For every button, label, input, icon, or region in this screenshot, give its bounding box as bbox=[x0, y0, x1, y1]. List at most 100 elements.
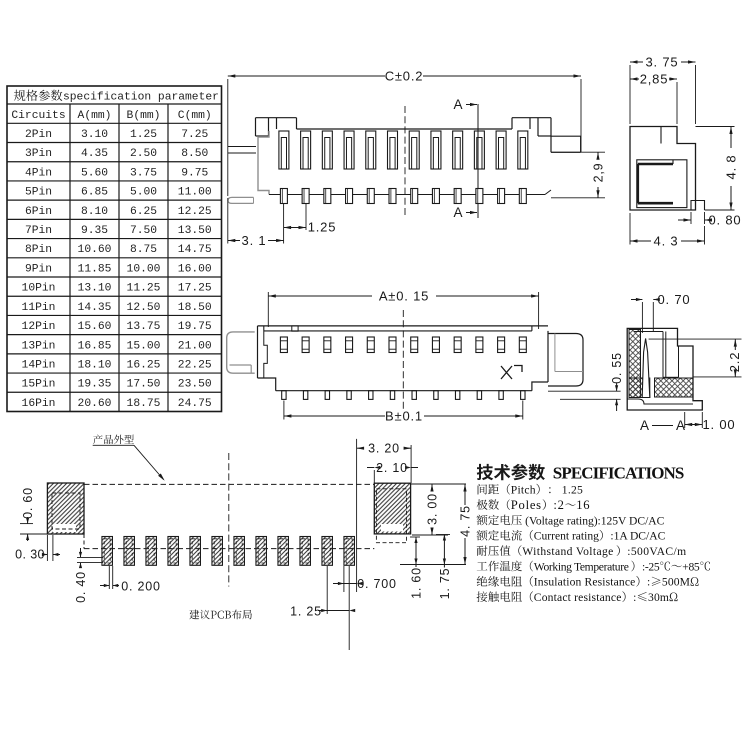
svg-text:Working Temperature: Working Temperature bbox=[534, 560, 629, 573]
svg-text:15.00: 15.00 bbox=[127, 340, 161, 352]
svg-text:3. 75: 3. 75 bbox=[646, 55, 679, 70]
svg-text:9.35: 9.35 bbox=[81, 225, 108, 237]
svg-text:0. 60: 0. 60 bbox=[21, 487, 35, 519]
svg-text:5.00: 5.00 bbox=[130, 187, 157, 199]
svg-text:9Pin: 9Pin bbox=[25, 263, 52, 275]
svg-text:12.25: 12.25 bbox=[178, 206, 212, 218]
svg-text:18.10: 18.10 bbox=[78, 359, 112, 371]
svg-text:10.60: 10.60 bbox=[78, 244, 112, 256]
svg-text:7Pin: 7Pin bbox=[25, 225, 52, 237]
svg-text:14.75: 14.75 bbox=[178, 244, 212, 256]
svg-text:7.25: 7.25 bbox=[181, 129, 208, 141]
svg-text:21.00: 21.00 bbox=[178, 340, 212, 352]
svg-text:17.50: 17.50 bbox=[127, 379, 161, 391]
svg-text:8Pin: 8Pin bbox=[25, 244, 52, 256]
svg-text:SPECIFICATIONS: SPECIFICATIONS bbox=[553, 464, 684, 483]
svg-text:Current rating: Current rating bbox=[534, 530, 599, 543]
svg-text:2. 10: 2. 10 bbox=[376, 461, 408, 475]
svg-text:A±0. 15: A±0. 15 bbox=[379, 289, 429, 304]
svg-text:24.75: 24.75 bbox=[178, 398, 212, 410]
svg-text:Withstand Voltage: Withstand Voltage bbox=[522, 545, 613, 558]
svg-text:30m: 30m bbox=[648, 591, 669, 604]
svg-text:Poles: Poles bbox=[511, 498, 542, 512]
svg-text:0. 200: 0. 200 bbox=[121, 580, 161, 594]
svg-text:A: A bbox=[640, 418, 649, 433]
svg-text:0. 700: 0. 700 bbox=[357, 577, 397, 591]
svg-text:4. 8: 4. 8 bbox=[724, 155, 739, 180]
svg-text:1. 60: 1. 60 bbox=[410, 567, 424, 599]
svg-text:20.60: 20.60 bbox=[78, 398, 112, 410]
svg-text:Contact resistance: Contact resistance bbox=[534, 591, 622, 604]
svg-text:B(mm): B(mm) bbox=[127, 110, 161, 122]
svg-text:8.75: 8.75 bbox=[130, 244, 157, 256]
svg-text:2.50: 2.50 bbox=[130, 148, 157, 160]
svg-text:A: A bbox=[676, 418, 685, 433]
svg-text:+85: +85 bbox=[682, 560, 700, 573]
svg-text:13.75: 13.75 bbox=[127, 321, 161, 333]
svg-text:Circuits: Circuits bbox=[11, 110, 65, 122]
svg-text:10.00: 10.00 bbox=[127, 263, 161, 275]
svg-text:11Pin: 11Pin bbox=[22, 302, 56, 314]
svg-text:5Pin: 5Pin bbox=[25, 187, 52, 199]
svg-text:0. 70: 0. 70 bbox=[658, 292, 691, 307]
svg-text:specification parameter: specification parameter bbox=[63, 92, 219, 104]
svg-text:22.25: 22.25 bbox=[178, 359, 212, 371]
svg-text:Pitch: Pitch bbox=[511, 484, 536, 497]
svg-text:C(mm): C(mm) bbox=[178, 110, 212, 122]
svg-text:2,85: 2,85 bbox=[640, 72, 669, 87]
svg-text:23.50: 23.50 bbox=[178, 379, 212, 391]
svg-text:1. 00: 1. 00 bbox=[703, 417, 736, 432]
svg-text:12Pin: 12Pin bbox=[22, 321, 56, 333]
svg-text:0. 80: 0. 80 bbox=[709, 213, 742, 228]
svg-text:4. 3: 4. 3 bbox=[654, 234, 679, 249]
svg-text:A(mm): A(mm) bbox=[78, 110, 112, 122]
svg-text:12.50: 12.50 bbox=[127, 302, 161, 314]
svg-text:B±0.1: B±0.1 bbox=[385, 409, 423, 424]
svg-text:6.85: 6.85 bbox=[81, 187, 108, 199]
svg-text:1. 25: 1. 25 bbox=[290, 605, 322, 619]
svg-text:0. 40: 0. 40 bbox=[74, 571, 88, 603]
svg-text:1.25: 1.25 bbox=[308, 220, 337, 235]
svg-text:13Pin: 13Pin bbox=[22, 340, 56, 352]
svg-text:2,9: 2,9 bbox=[592, 163, 606, 183]
svg-text:3. 20: 3. 20 bbox=[368, 442, 400, 456]
svg-text:5.60: 5.60 bbox=[81, 167, 108, 179]
svg-text:15.60: 15.60 bbox=[78, 321, 112, 333]
svg-text:Insulation Resistance: Insulation Resistance bbox=[534, 576, 636, 589]
svg-text:1.25: 1.25 bbox=[130, 129, 157, 141]
svg-text:16Pin: 16Pin bbox=[22, 398, 56, 410]
svg-text:13.10: 13.10 bbox=[78, 283, 112, 295]
svg-text:3Pin: 3Pin bbox=[25, 148, 52, 160]
svg-text:2Pin: 2Pin bbox=[25, 129, 52, 141]
svg-text:6.25: 6.25 bbox=[130, 206, 157, 218]
svg-text:13.50: 13.50 bbox=[178, 225, 212, 237]
svg-text:16.25: 16.25 bbox=[127, 359, 161, 371]
svg-text:16.85: 16.85 bbox=[78, 340, 112, 352]
svg-text:15Pin: 15Pin bbox=[22, 379, 56, 391]
svg-text:10Pin: 10Pin bbox=[22, 283, 56, 295]
svg-text:19.35: 19.35 bbox=[78, 379, 112, 391]
svg-text:9.75: 9.75 bbox=[181, 167, 208, 179]
svg-text:C±0.2: C±0.2 bbox=[385, 69, 424, 84]
svg-text:3. 00: 3. 00 bbox=[426, 493, 440, 525]
svg-text:8.10: 8.10 bbox=[81, 206, 108, 218]
svg-text:8.50: 8.50 bbox=[181, 148, 208, 160]
svg-text:2.2: 2.2 bbox=[727, 352, 742, 372]
svg-text::: : bbox=[633, 591, 636, 604]
svg-text:3. 1: 3. 1 bbox=[242, 233, 267, 248]
svg-text:(Voltage rating):125V DC/AC: (Voltage rating):125V DC/AC bbox=[522, 514, 664, 527]
svg-text::1A DC/AC: :1A DC/AC bbox=[610, 530, 665, 543]
svg-text::: : bbox=[647, 576, 650, 589]
svg-text:17.25: 17.25 bbox=[178, 283, 212, 295]
svg-text:4Pin: 4Pin bbox=[25, 167, 52, 179]
svg-text:4. 75: 4. 75 bbox=[459, 505, 473, 537]
svg-text:14.35: 14.35 bbox=[78, 302, 112, 314]
svg-text:14Pin: 14Pin bbox=[22, 359, 56, 371]
svg-text:3.10: 3.10 bbox=[81, 129, 108, 141]
svg-text:16.00: 16.00 bbox=[178, 263, 212, 275]
svg-text:18.50: 18.50 bbox=[178, 302, 212, 314]
svg-text:4.35: 4.35 bbox=[81, 148, 108, 160]
svg-text:0. 55: 0. 55 bbox=[610, 352, 624, 384]
svg-text::2: :2 bbox=[553, 498, 564, 512]
svg-text:18.75: 18.75 bbox=[127, 398, 161, 410]
